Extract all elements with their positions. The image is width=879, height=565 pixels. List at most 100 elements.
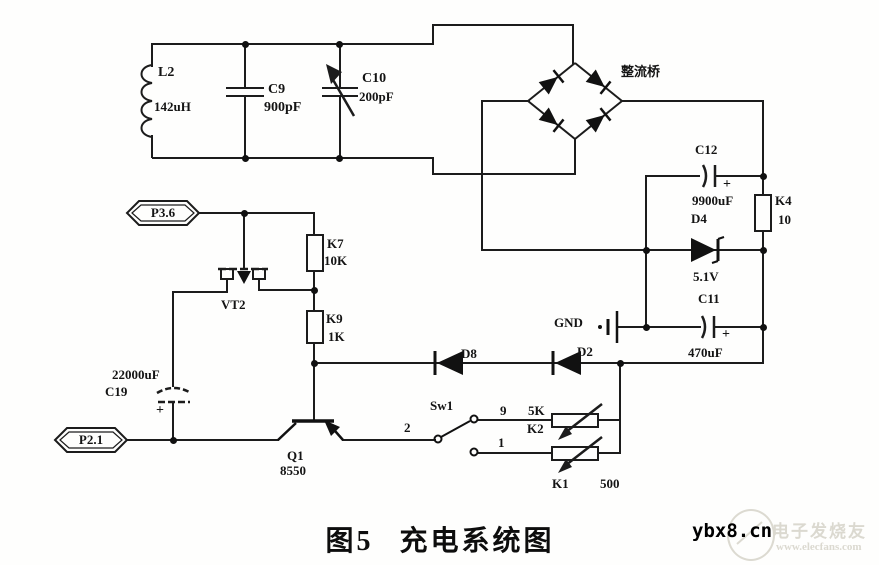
capacitor-C11-ref: C11 bbox=[698, 291, 720, 306]
capacitor-C9-value: 900pF bbox=[264, 100, 302, 115]
capacitor-C19-polarity: + bbox=[156, 403, 164, 418]
wire-segment bbox=[172, 402, 174, 440]
resistor-K7-body bbox=[306, 234, 324, 272]
wire-segment bbox=[127, 439, 279, 441]
wire-segment bbox=[762, 100, 764, 195]
resistor-K4-value: 10 bbox=[778, 212, 791, 227]
wire-segment bbox=[244, 43, 246, 88]
junction-dot bbox=[242, 41, 249, 48]
junction-dot bbox=[336, 41, 343, 48]
switch-Sw1-ref: Sw1 bbox=[430, 398, 454, 413]
resistor-K9-value: 1K bbox=[328, 329, 345, 344]
wire-segment bbox=[259, 289, 315, 291]
wire-segment bbox=[572, 24, 574, 64]
wire-segment bbox=[617, 326, 701, 328]
capacitor-C10-value: 200pF bbox=[359, 89, 394, 104]
diode-D4-ref: D4 bbox=[691, 211, 707, 226]
junction-dot bbox=[311, 360, 318, 367]
watermark-logo-slash bbox=[736, 521, 763, 545]
transistor-Q1-ref: Q1 bbox=[287, 448, 304, 463]
capacitor-C10-ref: C10 bbox=[362, 71, 387, 86]
transistor-Q1-value: 8550 bbox=[280, 463, 306, 478]
wire-segment bbox=[151, 135, 153, 158]
diode-D2-ref: D2 bbox=[577, 344, 593, 359]
bridge-rectifier-label: 整流桥 bbox=[621, 64, 661, 79]
inductor-L2-value: 142uH bbox=[154, 99, 191, 114]
transistor-Q1-symbol bbox=[277, 419, 344, 441]
bridge-diode bbox=[538, 107, 565, 133]
wire-segment bbox=[432, 24, 574, 26]
wire-segment bbox=[715, 326, 764, 328]
wire-segment bbox=[621, 100, 764, 102]
capacitor-C11-symbol bbox=[700, 315, 716, 339]
capacitor-C12-polarity: + bbox=[723, 177, 731, 192]
capacitor-C11-polarity: + bbox=[722, 327, 730, 342]
variable-capacitor-arrow bbox=[326, 64, 356, 117]
resistor-K9-ref: K9 bbox=[326, 311, 343, 326]
switch-terminal-2: 2 bbox=[404, 420, 411, 435]
wire-segment bbox=[432, 24, 434, 45]
port-P3.6-symbol bbox=[125, 200, 201, 226]
wire-segment bbox=[313, 362, 764, 364]
wire-segment bbox=[152, 43, 434, 45]
bridge-rectifier-symbol bbox=[527, 62, 623, 140]
bridge-diode bbox=[538, 69, 565, 95]
junction-dot bbox=[242, 155, 249, 162]
wire-segment bbox=[432, 157, 434, 175]
wire-segment bbox=[243, 212, 245, 268]
capacitor-C19-symbol bbox=[156, 386, 192, 404]
wire-segment bbox=[646, 175, 700, 177]
watermark-brand: 电子发烧友 bbox=[772, 522, 867, 541]
resistor-K4-body bbox=[754, 194, 772, 232]
junction-dot bbox=[311, 287, 318, 294]
figure-caption: 图5 充电系统图 bbox=[250, 519, 630, 559]
capacitor-C12-ref: C12 bbox=[695, 142, 718, 157]
junction-dot bbox=[760, 324, 767, 331]
potentiometer-K1-ref: K1 bbox=[552, 476, 569, 491]
wire-segment bbox=[313, 212, 315, 236]
switch-terminal-1: 1 bbox=[498, 435, 505, 450]
wire-segment bbox=[482, 100, 530, 102]
gnd-label: GND bbox=[554, 315, 583, 330]
diode-D2-symbol bbox=[551, 351, 581, 375]
figure-title: 充电系统图 bbox=[399, 526, 555, 557]
capacitor-C12-symbol bbox=[701, 164, 717, 188]
switch-terminal-9: 9 bbox=[500, 403, 507, 418]
capacitor-plate bbox=[226, 87, 264, 89]
resistor-K9-body bbox=[306, 310, 324, 344]
potentiometer-K1-value: 500 bbox=[600, 476, 620, 491]
junction-dot bbox=[170, 437, 177, 444]
watermark-logo-circle bbox=[727, 509, 775, 561]
wire-segment bbox=[172, 291, 174, 387]
wire-segment bbox=[313, 341, 315, 422]
wire-segment bbox=[432, 173, 576, 175]
inductor-L2-ref: L2 bbox=[158, 65, 175, 80]
port-P3.6-label: P3.6 bbox=[150, 205, 176, 220]
junction-dot bbox=[760, 173, 767, 180]
wire-segment bbox=[342, 439, 436, 441]
bridge-diode bbox=[585, 69, 612, 95]
figure-number: 图5 bbox=[325, 526, 374, 557]
resistor-K7-value: 10K bbox=[324, 253, 348, 268]
capacitor-C19-ref: C19 bbox=[105, 384, 128, 399]
wire-segment bbox=[339, 43, 341, 88]
diode-D8-ref: D8 bbox=[461, 346, 477, 361]
capacitor-C9-ref: C9 bbox=[268, 82, 286, 97]
inductor-coil-symbol bbox=[140, 64, 153, 138]
potentiometer-K1-symbol bbox=[551, 436, 603, 473]
wire-segment bbox=[151, 43, 153, 67]
wire-segment bbox=[244, 96, 246, 158]
bridge-diode bbox=[585, 107, 612, 133]
zener-diode-D4-symbol bbox=[691, 236, 725, 264]
wire-segment bbox=[481, 100, 483, 251]
wire-segment bbox=[199, 212, 315, 214]
resistor-K4-ref: K4 bbox=[775, 193, 792, 208]
wire-segment bbox=[477, 452, 553, 454]
resistor-K7-ref: K7 bbox=[327, 236, 344, 251]
potentiometer-K2-ref: K2 bbox=[527, 421, 544, 436]
capacitor-C19-value: 22000uF bbox=[112, 367, 160, 382]
junction-dot bbox=[760, 247, 767, 254]
gnd-battery-symbol bbox=[598, 311, 619, 343]
mosfet-VT2-symbol bbox=[218, 267, 268, 291]
